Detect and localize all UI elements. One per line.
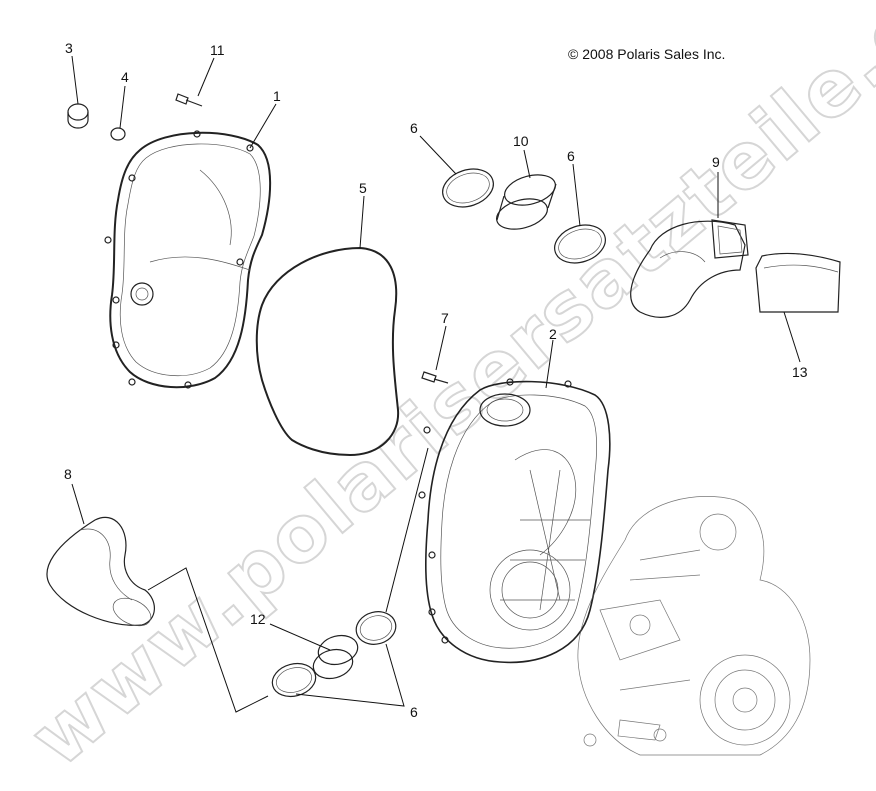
- callout-1: 1: [273, 88, 281, 104]
- callout-6-lower: 6: [410, 704, 418, 720]
- part-6-clamp-lower-left: [271, 662, 317, 698]
- copyright-notice: © 2008 Polaris Sales Inc.: [568, 46, 726, 62]
- part-12-clamp: [312, 634, 359, 680]
- callout-6-upper-left: 6: [410, 120, 418, 136]
- callout-7: 7: [441, 310, 449, 326]
- part-3-plug: [67, 103, 89, 129]
- part-4-o-ring: [110, 127, 126, 141]
- callout-11: 11: [210, 42, 225, 58]
- part-10-duct-sleeve: [496, 174, 557, 230]
- callout-8: 8: [64, 466, 72, 482]
- callout-10: 10: [513, 133, 529, 149]
- part-9-intake-duct: [630, 219, 749, 318]
- engine-housing: [577, 496, 811, 756]
- callout-5: 5: [359, 180, 367, 196]
- callout-6-upper-right: 6: [567, 148, 575, 164]
- part-6-clamp-upper-right: [554, 224, 606, 264]
- part-6-clamp-lower-middle: [355, 611, 397, 645]
- part-8-outlet-elbow: [46, 516, 155, 627]
- part-2-inner-cover: [418, 378, 611, 664]
- watermark-text: www.polarisersatzteile.de: [14, 0, 876, 785]
- part-5-gasket: [255, 246, 400, 457]
- part-7-bolt: [421, 371, 449, 384]
- leader-lines: [71, 55, 801, 713]
- callout-3: 3: [65, 40, 73, 56]
- callout-9: 9: [712, 154, 720, 170]
- part-6-clamp-upper-left: [442, 168, 494, 208]
- part-1-outer-cover: [104, 130, 272, 389]
- callout-13: 13: [792, 364, 808, 380]
- part-13-duct-cover: [755, 252, 841, 313]
- callout-4: 4: [121, 69, 129, 85]
- part-11-bolt: [175, 93, 203, 107]
- callout-12: 12: [250, 611, 266, 627]
- callout-2: 2: [549, 326, 557, 342]
- callout-numbers: 1 2 3 4 5 6 6 6 7 8 9 10 11 12 13: [64, 40, 808, 720]
